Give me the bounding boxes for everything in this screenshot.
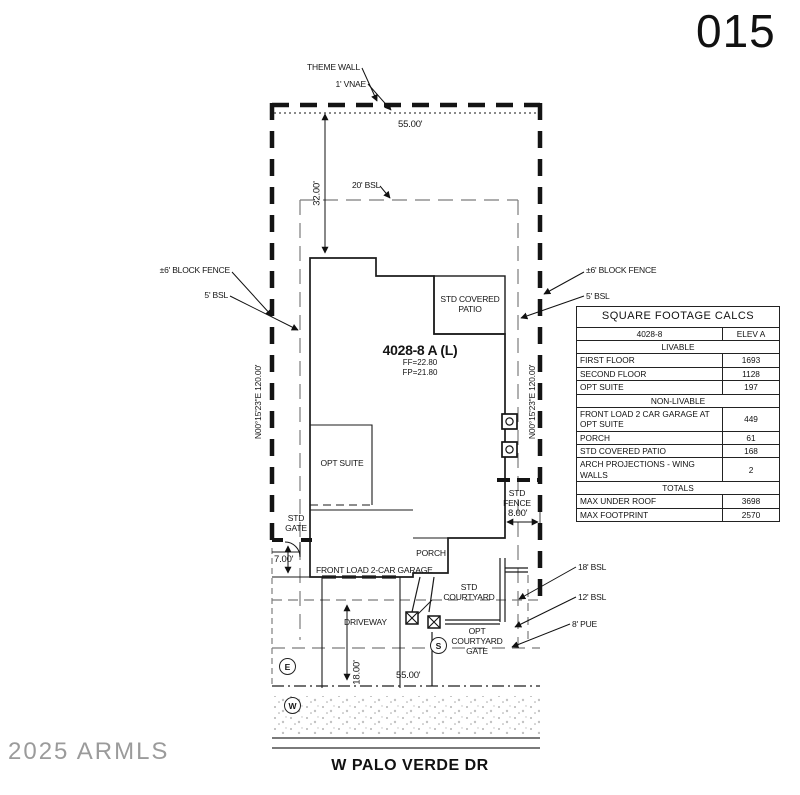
left-bearing-label: N00°15'23"E 120.00': [252, 364, 263, 440]
model-label: 4028-8 A (L): [382, 342, 458, 358]
right-bsl-label: 5' BSL: [586, 291, 610, 301]
gate-symbols: [272, 538, 441, 629]
model-block: 4028-8 A (L) FF=22.80 FP=21.80: [358, 342, 482, 377]
bsl20-label: 20' BSL: [352, 180, 381, 190]
dimension-lines: [284, 113, 541, 681]
bsl18-label: 18' BSL: [578, 562, 607, 572]
std-fence-label: STD FENCE: [503, 488, 531, 509]
square-footage-table: SQUARE FOOTAGE CALCS 4028-8 ELEV A LIVAB…: [576, 306, 780, 523]
top-width-dim: 55.00': [398, 119, 423, 130]
armls-watermark: 2025 ARMLS: [8, 738, 170, 765]
left-fence-label: ±6' BLOCK FENCE: [159, 265, 231, 275]
driveway-label: DRIVEWAY: [344, 617, 387, 627]
courtyard-label: STD COURTYARD: [443, 582, 495, 603]
fp-label: FP=21.80: [402, 367, 438, 377]
utility-boxes: [497, 413, 540, 482]
street: [272, 696, 540, 749]
gate-dim: 7.00': [274, 554, 294, 565]
bottom-width-dim: 55.00': [396, 670, 421, 681]
courtyard-gate-label: OPT COURTYARD GATE: [451, 626, 503, 657]
depth-dim: 32.00': [311, 181, 323, 206]
right-bearing-label: N00°15'23"E 120.00': [526, 364, 537, 440]
porch-label: PORCH: [416, 548, 446, 558]
section-totals: TOTALS: [576, 481, 780, 496]
courtyard-walls: [411, 558, 528, 686]
lot-boundary: [269, 102, 543, 687]
patio-label: STD COVERED PATIO: [440, 294, 500, 315]
setback-lines: [272, 199, 540, 649]
right-fence-label: ±6' BLOCK FENCE: [586, 265, 657, 275]
section-livable: LIVABLE: [576, 340, 780, 355]
table-elev: ELEV A: [722, 326, 780, 342]
marker-s: S: [430, 637, 447, 654]
marker-w: W: [284, 697, 301, 714]
bsl12-label: 12' BSL: [578, 592, 607, 602]
garage-label: FRONT LOAD 2-CAR GARAGE: [316, 565, 433, 575]
leader-lines: [229, 67, 585, 648]
house-outline: [309, 257, 506, 578]
street-name: W PALO VERDE DR: [331, 757, 489, 774]
section-nonlivable: NON-LIVABLE: [576, 393, 780, 408]
std-gate-label: STD GATE: [285, 513, 307, 534]
sheet-number: 015: [696, 5, 776, 57]
table-model: 4028-8: [576, 326, 723, 342]
vnae-label: 1' VNAE: [335, 79, 367, 89]
front-depth-dim: 18.00': [351, 660, 363, 685]
ff-label: FF=22.80: [402, 358, 438, 367]
fence-dim: 8.00': [508, 508, 528, 519]
marker-e: E: [279, 658, 296, 675]
pue8-label: 8' PUE: [572, 619, 597, 629]
opt-suite-label: OPT SUITE: [320, 458, 364, 468]
theme-wall-label: THEME WALL: [307, 62, 360, 72]
table-title: SQUARE FOOTAGE CALCS: [576, 306, 780, 328]
left-bsl-label: 5' BSL: [204, 290, 228, 300]
